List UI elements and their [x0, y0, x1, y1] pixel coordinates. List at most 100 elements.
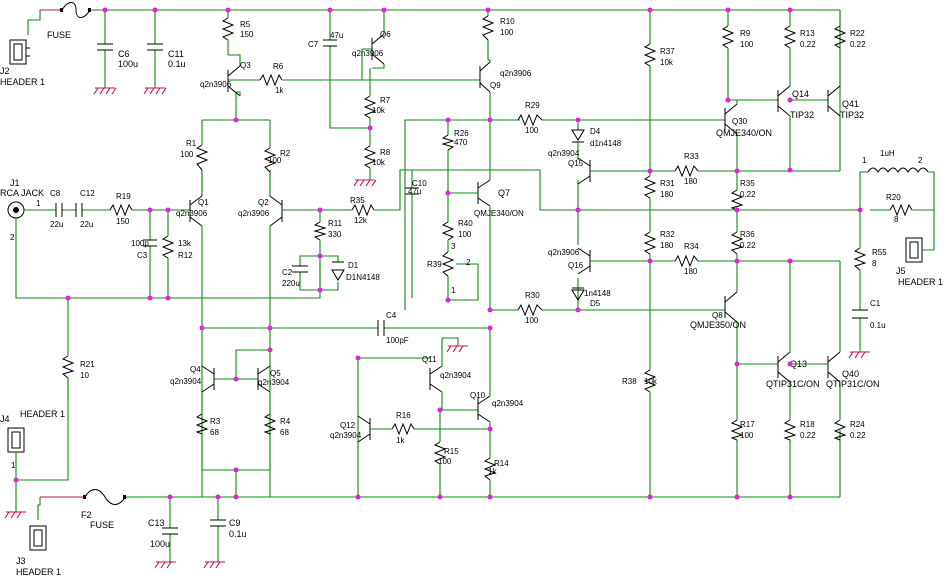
r14-ref: R14: [494, 459, 509, 468]
j1-pin2: 2: [10, 233, 15, 242]
q30-ref: Q30: [732, 117, 748, 126]
cap-c13: C13 100u: [148, 497, 178, 562]
fuse-top: FUSE: [40, 2, 91, 40]
r2-val: 100: [268, 156, 282, 165]
connector-j4: J4 HEADER 1 1: [0, 409, 65, 480]
q9-val: q2n3906: [500, 69, 532, 78]
q9-ref: Q9: [490, 81, 501, 90]
l1-pin2: 2: [918, 156, 923, 165]
r7-ref: R7: [380, 96, 391, 105]
r8-ref: R8: [380, 148, 391, 157]
r20-val: 8: [894, 215, 899, 224]
r21-ref: R21: [80, 360, 95, 369]
c11-val: 0.1u: [168, 59, 186, 69]
q6-val: q2n3906: [352, 49, 384, 58]
r34-val: 180: [684, 267, 698, 276]
connector-j3: J3 HEADER 1: [16, 525, 61, 577]
r39-pin2: 2: [466, 258, 471, 267]
r55-ref: R55: [872, 248, 887, 257]
r7-val: 10k: [372, 106, 386, 115]
r3-ref: R3: [210, 417, 221, 426]
r13-val: 0.22: [800, 40, 816, 49]
j1-pin1: 1: [36, 199, 41, 208]
q10-val: q2n3904: [492, 399, 524, 408]
cap-c9: C9 0.1u: [210, 497, 247, 562]
r17-val: 100: [740, 431, 754, 440]
r5-val: 150: [240, 30, 254, 39]
q41-ref: Q41: [842, 99, 859, 109]
q12-val: q2n3904: [330, 431, 362, 440]
j3-ref: J3: [16, 556, 26, 566]
q6-ref: Q6: [380, 30, 391, 39]
fuse-top-label: FUSE: [47, 30, 71, 40]
output-bottom: Q8 QMJE350/ON Q13 QTIP31C/ON Q40 QTIP31C…: [690, 261, 880, 497]
q3-val: q2n3906: [200, 80, 232, 89]
r17-ref: R17: [740, 420, 755, 429]
r26-ref: R26: [454, 129, 469, 138]
driver-resistors: R29 100 R30 100: [490, 101, 725, 325]
d1-ref: D1: [348, 261, 359, 270]
input-stage: C8 22u C12 22u R19 150 100p C3 13k R12: [50, 189, 193, 298]
r3-val: 68: [210, 428, 219, 437]
r26-val: 470: [454, 138, 468, 147]
r9-ref: R9: [740, 29, 751, 38]
d5-val: 1n4148: [584, 289, 611, 298]
r9-val: 100: [740, 40, 754, 49]
c6-val: 100u: [118, 59, 138, 69]
r15-val: 100: [438, 457, 452, 466]
q1-val: q2n3906: [176, 209, 208, 218]
q4-ref: Q4: [190, 365, 201, 374]
c9-val: 0.1u: [229, 529, 247, 539]
r1-val: 100: [180, 150, 194, 159]
r5-ref: R5: [240, 20, 251, 29]
r6-val: 1k: [275, 86, 284, 95]
q1-ref: Q1: [198, 198, 209, 207]
j1-ref: J1: [10, 178, 20, 188]
r13-ref: R13: [800, 29, 815, 38]
r22-ref: R22: [850, 29, 865, 38]
q13-val: QTIP31C/ON: [766, 379, 820, 389]
r16-val: 1k: [396, 436, 405, 445]
q11-val: q2n3904: [440, 371, 472, 380]
r37-ref: R37: [660, 47, 675, 56]
r1-ref: R1: [186, 139, 197, 148]
r29-val: 100: [525, 126, 539, 135]
r19-val: 150: [116, 217, 130, 226]
q8-val: QMJE350/ON: [690, 320, 746, 330]
q5-ref: Q5: [270, 369, 281, 378]
q16-ref: Q16: [568, 261, 584, 270]
r33-ref: R33: [684, 152, 699, 161]
sense-column: R37 10k R31 180 R32 180 R38 10k R33 180 …: [622, 10, 840, 497]
c7-val: 47u: [330, 31, 343, 40]
q2-val: q2n3906: [238, 209, 270, 218]
f2-ref: F2: [81, 510, 92, 520]
fuse-f2: F2 FUSE: [40, 489, 126, 530]
r36-val: 0.22: [740, 241, 756, 250]
d1-val: D1N4148: [346, 273, 380, 282]
r34-ref: R34: [684, 242, 699, 251]
r21-val: 10: [80, 371, 89, 380]
q8-ref: Q8: [712, 311, 723, 320]
j5-ref: J5: [896, 266, 906, 276]
r29-ref: R29: [525, 101, 540, 110]
j3-val: HEADER 1: [16, 567, 61, 577]
c8-val: 22u: [50, 220, 63, 229]
c2-val: 220u: [282, 279, 300, 288]
r32-ref: R32: [660, 230, 675, 239]
output-top: R9 100 Q30 QMJE340/ON R13 0.22 Q14 TIP32…: [716, 10, 866, 278]
l1-label: 1uH: [880, 149, 895, 158]
c4-val: 100pF: [386, 336, 409, 345]
j4-val: HEADER 1: [20, 409, 65, 419]
q7-val: QMJE340/ON: [474, 209, 524, 218]
r40-ref: R40: [458, 219, 473, 228]
r16-ref: R16: [396, 411, 411, 420]
r33-val: 180: [684, 177, 698, 186]
r2-ref: R2: [280, 149, 291, 158]
j1-val: RCA JACK: [0, 188, 44, 198]
q16-val: q2n3906: [548, 248, 580, 257]
q3-stage: R5 150 Q3 q2n3906 R6 1k: [200, 10, 480, 97]
d5-ref: D5: [590, 299, 601, 308]
r39-pin1: 1: [451, 286, 456, 295]
r20-ref: R20: [886, 193, 901, 202]
